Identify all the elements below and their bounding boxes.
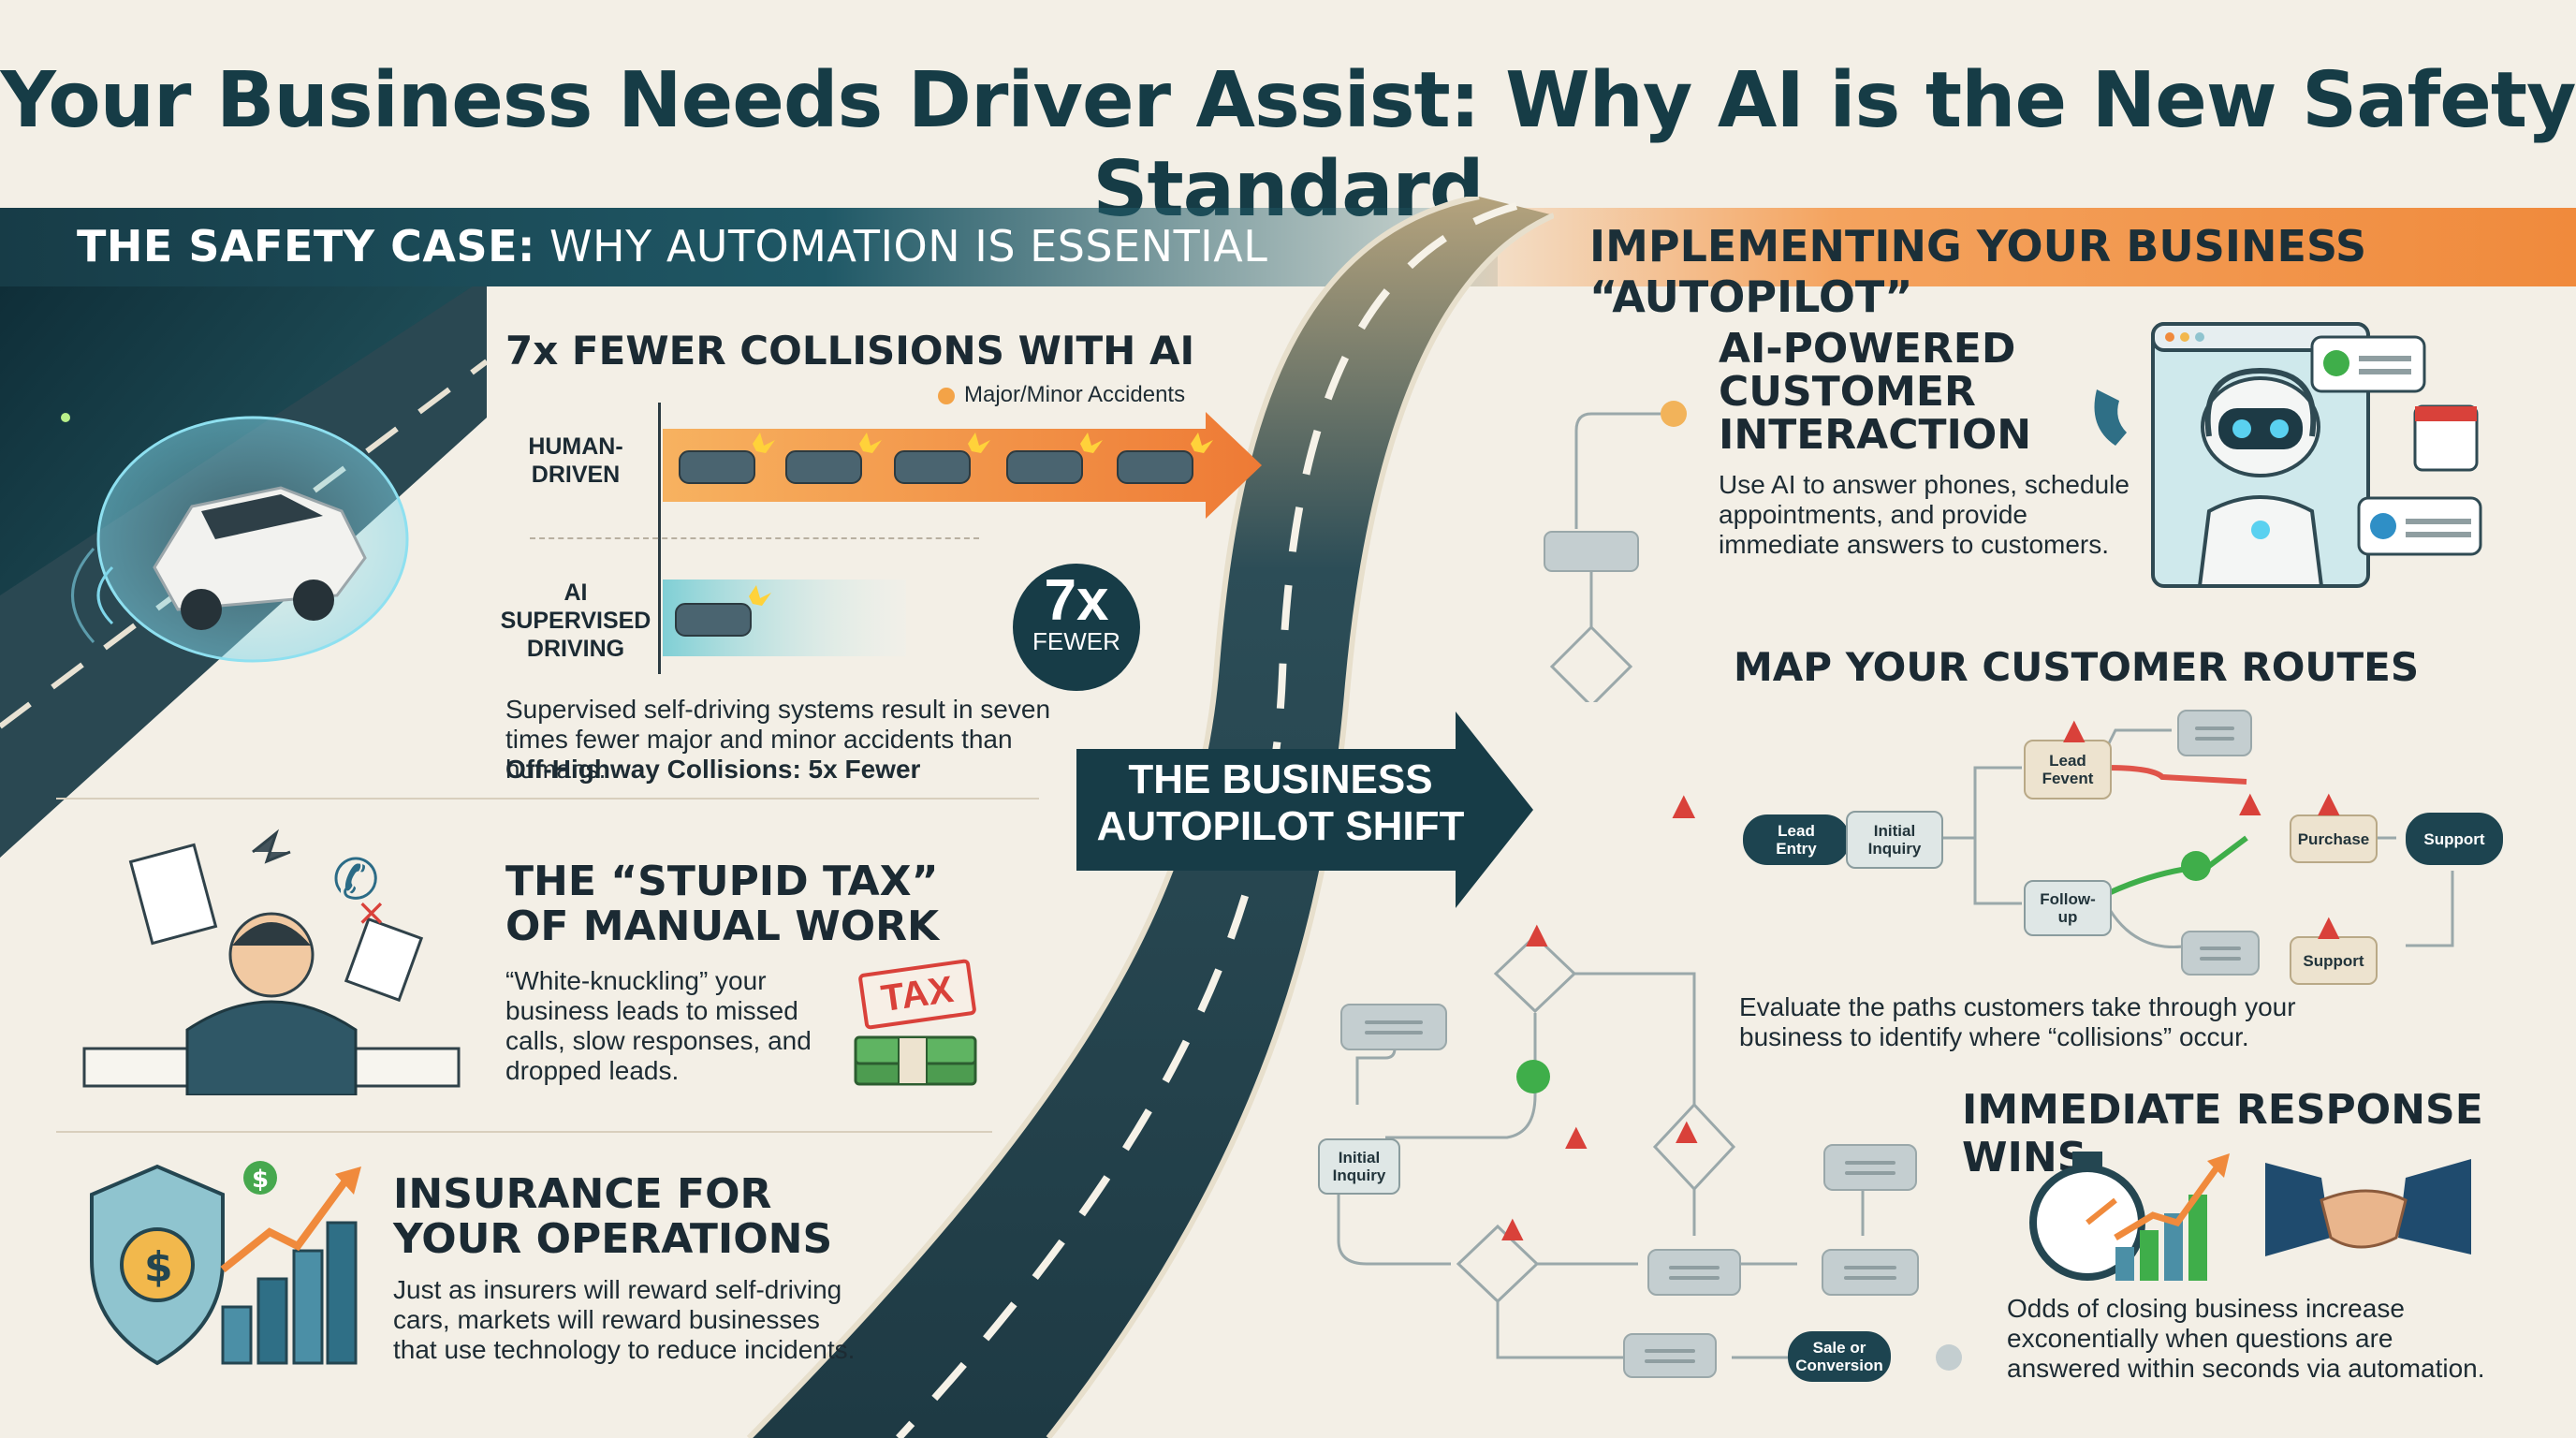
process-flow-diagram <box>1337 933 1962 1371</box>
node-initial-inquiry[interactable]: Initial Inquiry <box>1846 811 1943 869</box>
off-highway-note: Off-Highway Collisions: 5x Fewer <box>505 755 921 784</box>
right-section-band <box>1442 208 2576 286</box>
legend-swatch <box>938 388 955 404</box>
decision-flow-fragment <box>1544 401 1687 702</box>
stopwatch-handshake-illustration <box>2029 1152 2471 1281</box>
flow-pill-3 <box>1647 1249 1741 1296</box>
node-lead-fevent[interactable]: Lead Fevent <box>2024 740 2112 800</box>
ai-customer-title: AI-POWERED CUSTOMER INTERACTION <box>1719 325 2032 459</box>
winding-road-illustration <box>746 197 1554 1438</box>
stupid-tax-description: “White-knuckling” your business leads to… <box>505 966 812 1085</box>
node-lead-entry[interactable]: Lead Entry <box>1743 814 1850 865</box>
stressed-worker-illustration: × <box>82 829 461 1095</box>
insurance-description: Just as insurers will reward self-drivin… <box>393 1275 856 1364</box>
left-heading-rest: WHY AUTOMATION IS ESSENTIAL <box>534 221 1268 271</box>
money-stack-icon <box>854 1035 977 1086</box>
human-driven-label: HUMAN- DRIVEN <box>528 433 623 488</box>
routes-top-pill <box>2177 710 2252 756</box>
section-divider-2 <box>56 1131 992 1133</box>
ai-assistant-robot-illustration <box>2094 322 2482 588</box>
flow-sale-conversion[interactable]: Sale or Conversion <box>1788 1331 1891 1382</box>
right-section-heading: IMPLEMENTING YOUR BUSINESS “AUTOPILOT” <box>1589 221 2367 322</box>
svg-text:×: × <box>356 891 388 934</box>
ai-customer-description: Use AI to answer phones, schedule appoin… <box>1719 470 2130 559</box>
flow-pill-1 <box>1340 1004 1447 1050</box>
fewer-badge <box>1013 564 1140 691</box>
insurance-title: INSURANCE FOR YOUR OPERATIONS <box>393 1170 833 1263</box>
ai-accidents-bar <box>663 580 906 656</box>
autonomous-car-illustration <box>0 286 487 858</box>
flow-pill-4 <box>1822 1249 1919 1296</box>
alert-icon-4: ▲ <box>2310 783 2348 824</box>
business-shift-label: THE BUSINESS AUTOPILOT SHIFT <box>1096 756 1465 849</box>
stupid-tax-title: THE “STUPID TAX” OF MANUAL WORK <box>505 858 940 950</box>
business-shift-arrow <box>1076 712 1533 908</box>
section-divider-1 <box>56 798 1039 800</box>
fewer-badge-number: 7x <box>1044 568 1109 633</box>
flow-pill-2 <box>1823 1144 1917 1191</box>
svg-text:$: $ <box>252 1166 269 1194</box>
alert-icon-7: ▲ <box>1668 1110 1705 1152</box>
alert-icon-2: ▲ <box>2056 710 2093 751</box>
ai-driving-label: AI SUPERVISED DRIVING <box>500 580 651 662</box>
human-accidents-bar <box>663 412 1262 519</box>
legend-label: Major/Minor Accidents <box>964 382 1186 407</box>
node-purchase[interactable]: Purchase <box>2290 814 2378 863</box>
flow-pill-5 <box>1623 1333 1717 1378</box>
fewer-badge-caption: FEWER <box>1032 627 1120 655</box>
collisions-description: Supervised self-driving systems result i… <box>505 695 1051 784</box>
routes-bottom-pill <box>2181 931 2260 976</box>
left-section-heading: THE SAFETY CASE: WHY AUTOMATION IS ESSEN… <box>77 221 1267 271</box>
chart-separator <box>530 537 979 539</box>
node-support-secondary[interactable]: Support <box>2290 936 2378 985</box>
collisions-title: 7x FEWER COLLISIONS WITH AI <box>505 328 1195 374</box>
svg-text:$: $ <box>144 1243 173 1291</box>
alert-icon-6: ▲ <box>1518 914 1556 955</box>
page-title: Your Business Needs Driver Assist: Why A… <box>0 56 2576 234</box>
alert-icon-3: ▲ <box>2232 783 2269 824</box>
left-section-band <box>0 208 1498 286</box>
alert-icon-9: ▲ <box>1494 1208 1531 1249</box>
alert-icon-1: ▲ <box>1664 783 1704 827</box>
node-support[interactable]: Support <box>2406 813 2503 865</box>
left-heading-bold: THE SAFETY CASE: <box>77 221 535 271</box>
alert-icon-8: ▲ <box>1558 1116 1595 1157</box>
routes-description: Evaluate the paths customers take throug… <box>1739 992 2296 1051</box>
immediate-description: Odds of closing business increase excone… <box>2007 1294 2485 1383</box>
routes-title: MAP YOUR CUSTOMER ROUTES <box>1734 644 2420 690</box>
node-follow-up[interactable]: Follow- up <box>2024 880 2112 936</box>
insurance-growth-illustration: $ $ <box>90 1161 361 1366</box>
phone-icon: ✆ <box>332 848 380 911</box>
alert-icon-5: ▲ <box>2310 906 2348 947</box>
flow-initial-inquiry[interactable]: Initial Inquiry <box>1318 1138 1400 1195</box>
